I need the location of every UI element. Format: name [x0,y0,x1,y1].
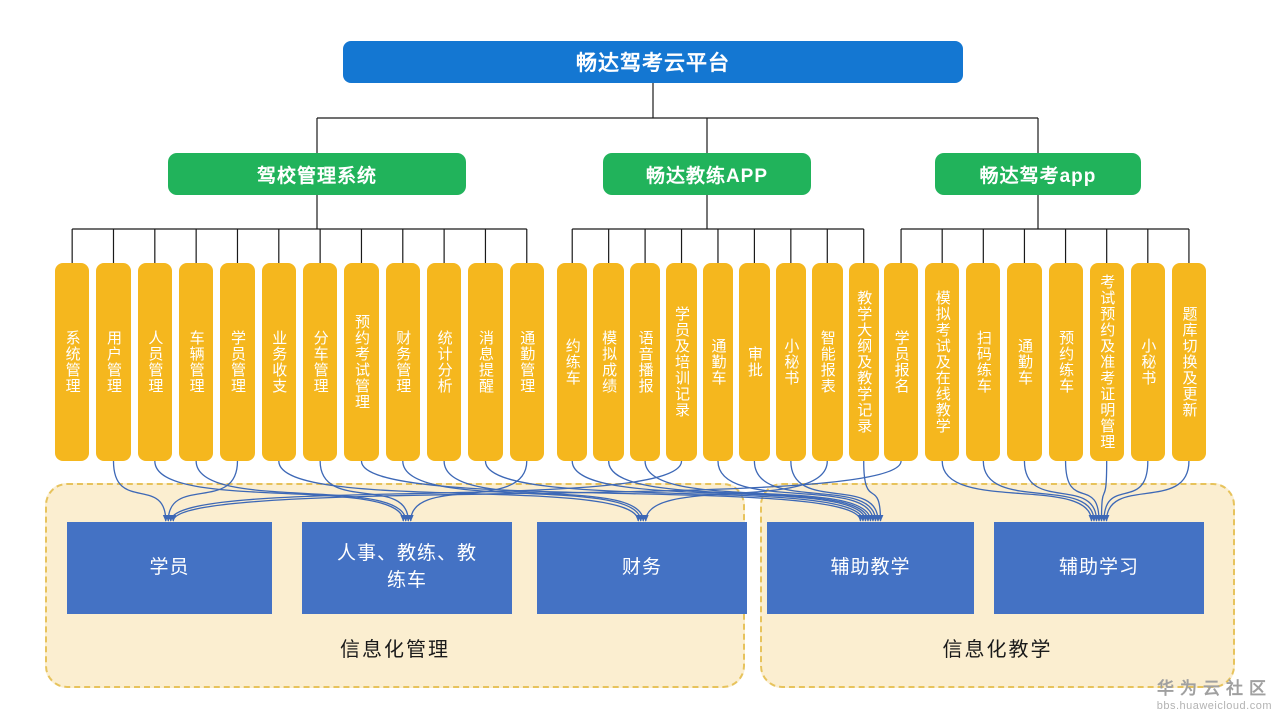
system-node-label: 畅达驾考app [979,165,1097,187]
leaf-node-label: 业务收支 [270,330,288,394]
leaf-node[interactable]: 审批 [739,263,770,461]
target-box-label: 学员 [149,556,190,578]
leaf-node[interactable]: 分车管理 [302,263,338,461]
root-node-label: 畅达驾考云平台 [576,52,730,75]
leaf-node-label: 模拟考试及在线教学 [933,290,951,434]
leaf-node-label: 题库切换及更新 [1180,306,1198,418]
leaf-node[interactable]: 人员管理 [137,263,172,461]
target-box-hr-coach-vehicle[interactable]: 人事、教练、教练车 [302,522,512,614]
leaf-node-label: 教学大纲及教学记录 [855,290,873,434]
leaf-node[interactable]: 通勤管理 [509,263,544,461]
leaf-node-label: 用户管理 [104,330,122,394]
category-label-teaching: 信息化教学 [942,639,1053,661]
system-node-label: 驾校管理系统 [256,165,377,187]
leaf-node[interactable]: 学员及培训记录 [666,263,697,461]
leaf-node-label: 通勤管理 [518,330,536,394]
leaf-node-label: 预约练车 [1057,330,1075,394]
watermark-brand: 华为云社区 [1157,679,1272,698]
leaf-node[interactable]: 通勤车 [1007,263,1042,461]
leaf-node[interactable]: 统计分析 [426,263,462,461]
leaf-node-label: 人员管理 [146,330,164,394]
leaf-node-label: 车辆管理 [187,330,205,394]
system-node-exam-app[interactable]: 畅达驾考app [935,153,1141,195]
leaf-node-label: 通勤车 [1015,338,1033,386]
leaf-node[interactable]: 预约练车 [1048,263,1083,461]
leaf-node[interactable]: 小秘书 [775,263,807,461]
root-node-platform[interactable]: 畅达驾考云平台 [343,41,963,83]
leaf-node-label: 消息提醒 [476,330,494,394]
leaf-node[interactable]: 题库切换及更新 [1171,263,1206,461]
leaf-node-label: 语音播报 [636,330,654,394]
leaf-node[interactable]: 语音播报 [629,263,661,461]
target-box-label: 财务 [621,556,662,578]
leaf-node-label: 学员及培训记录 [673,306,691,418]
target-box-label: 辅助教学 [830,556,911,578]
leaf-node[interactable]: 预约考试管理 [344,263,379,461]
leaf-node-label: 通勤车 [709,338,727,386]
leaf-node-label: 分车管理 [311,330,329,394]
leaf-node-label: 系统管理 [63,330,81,394]
leaf-node-label: 财务管理 [394,330,412,394]
leaf-node[interactable]: 系统管理 [55,263,90,461]
leaf-node-label: 小秘书 [782,338,800,386]
leaf-group-school-management: 系统管理 用户管理 人员管理 车辆管理 学员管理 业务收支 分车管理 预约考试管理 财务管理 统计… [55,263,544,461]
leaf-node[interactable]: 学员报名 [884,263,919,461]
system-node-school-management[interactable]: 驾校管理系统 [168,153,466,195]
target-box-label: 辅助学习 [1058,556,1139,578]
leaf-node-label: 统计分析 [435,330,453,394]
leaf-node[interactable]: 用户管理 [96,263,131,461]
leaf-group-exam-app: 学员报名 模拟考试及在线教学 扫码练车 通勤车 预约练车 考试预约及准考证明管理 小秘书 题库… [884,263,1206,461]
target-box-students[interactable]: 学员 [67,522,272,614]
leaf-node[interactable]: 模拟成绩 [593,263,624,461]
leaf-node-label: 智能报表 [818,330,836,394]
leaf-node-label: 预约考试管理 [352,314,370,410]
system-node-label: 畅达教练APP [645,165,769,187]
leaf-node-label: 模拟成绩 [600,330,618,394]
leaf-node[interactable]: 学员管理 [220,263,255,461]
watermark: 华为云社区 bbs.huaweicloud.com [1157,674,1272,712]
leaf-node-label: 学员报名 [892,330,910,394]
target-box-label: 人事、教练、教练车 [336,543,477,591]
leaf-node[interactable]: 扫码练车 [966,263,1001,461]
leaf-node[interactable]: 车辆管理 [178,263,214,461]
target-box-assisted-learning[interactable]: 辅助学习 [994,522,1204,614]
category-container-teaching: 辅助教学 辅助学习 信息化教学 [760,483,1235,688]
category-label-management: 信息化管理 [340,639,450,661]
leaf-node-label: 考试预约及准考证明管理 [1098,274,1116,450]
leaf-node[interactable]: 通勤车 [702,263,734,461]
leaf-node-label: 扫码练车 [974,330,992,394]
target-box-finance[interactable]: 财务 [537,522,747,614]
leaf-node[interactable]: 考试预约及准考证明管理 [1089,263,1124,461]
leaf-node[interactable]: 消息提醒 [468,263,503,461]
leaf-node-label: 小秘书 [1139,338,1157,386]
target-box-assisted-teaching[interactable]: 辅助教学 [767,522,974,614]
leaf-node[interactable]: 智能报表 [812,263,843,461]
leaf-node-label: 学员管理 [228,330,246,394]
watermark-url: bbs.huaweicloud.com [1156,700,1272,712]
leaf-node[interactable]: 小秘书 [1130,263,1165,461]
system-node-coach-app[interactable]: 畅达教练APP [603,153,811,195]
leaf-node[interactable]: 业务收支 [261,263,296,461]
leaf-group-coach-app: 约练车 模拟成绩语音播报 学员及培训记录通勤车审批 小秘书智能报表 教学大纲及教学记录 [557,263,879,461]
leaf-node[interactable]: 教学大纲及教学记录 [848,263,879,461]
leaf-node[interactable]: 模拟考试及在线教学 [925,263,960,461]
category-container-management: 学员 人事、教练、教练车 财务 信息化管理 [45,483,747,688]
leaf-node-label: 审批 [745,346,763,378]
leaf-node[interactable]: 约练车 [557,263,588,461]
leaf-node-label: 约练车 [563,338,581,386]
leaf-node[interactable]: 财务管理 [385,263,420,461]
